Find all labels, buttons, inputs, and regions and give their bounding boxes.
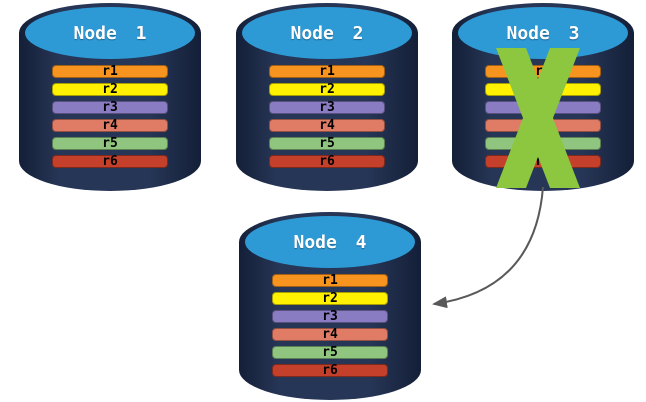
node-1-cylinder-top: Node 1 xyxy=(25,7,195,59)
failure-x-icon xyxy=(496,48,580,188)
replica-bar-r1: r1 xyxy=(269,65,385,78)
replica-bar-r4: r4 xyxy=(269,119,385,132)
replica-bar-r6: r6 xyxy=(269,155,385,168)
node-1-replica-stack: r1 r2 r3 r4 r5 r6 xyxy=(52,65,168,173)
replica-bar-r6: r6 xyxy=(52,155,168,168)
replica-bar-r2: r2 xyxy=(269,83,385,96)
replica-bar-r5: r5 xyxy=(269,137,385,150)
node-4-label: Node 4 xyxy=(293,231,367,253)
node-3-label: Node 3 xyxy=(506,22,580,44)
replica-bar-r2: r2 xyxy=(52,83,168,96)
node-4: Node 4 r1 r2 r3 r4 r5 r6 xyxy=(239,212,421,400)
node-4-cylinder-top: Node 4 xyxy=(245,216,415,268)
node-1: Node 1 r1 r2 r3 r4 r5 r6 xyxy=(19,3,201,191)
replica-bar-r4: r4 xyxy=(272,328,388,341)
replica-bar-r3: r3 xyxy=(52,101,168,114)
replica-bar-r3: r3 xyxy=(269,101,385,114)
replica-bar-r6: r6 xyxy=(272,364,388,377)
arrow-curve xyxy=(432,186,544,309)
node-4-replica-stack: r1 r2 r3 r4 r5 r6 xyxy=(272,274,388,382)
replica-bar-r5: r5 xyxy=(272,346,388,359)
replica-bar-r4: r4 xyxy=(52,119,168,132)
replica-bar-r1: r1 xyxy=(272,274,388,287)
node-2-label: Node 2 xyxy=(290,22,364,44)
node-1-label: Node 1 xyxy=(73,22,147,44)
node-2: Node 2 r1 r2 r3 r4 r5 r6 xyxy=(236,3,418,191)
replica-bar-r2: r2 xyxy=(272,292,388,305)
replica-bar-r5: r5 xyxy=(52,137,168,150)
node-3: Node 3 r1 r2 r3 r4 r5 r6 xyxy=(452,3,634,191)
node-2-replica-stack: r1 r2 r3 r4 r5 r6 xyxy=(269,65,385,173)
replica-bar-r1: r1 xyxy=(52,65,168,78)
node-3-cylinder-top: Node 3 xyxy=(458,7,628,59)
replica-bar-r3: r3 xyxy=(272,310,388,323)
node-2-cylinder-top: Node 2 xyxy=(242,7,412,59)
